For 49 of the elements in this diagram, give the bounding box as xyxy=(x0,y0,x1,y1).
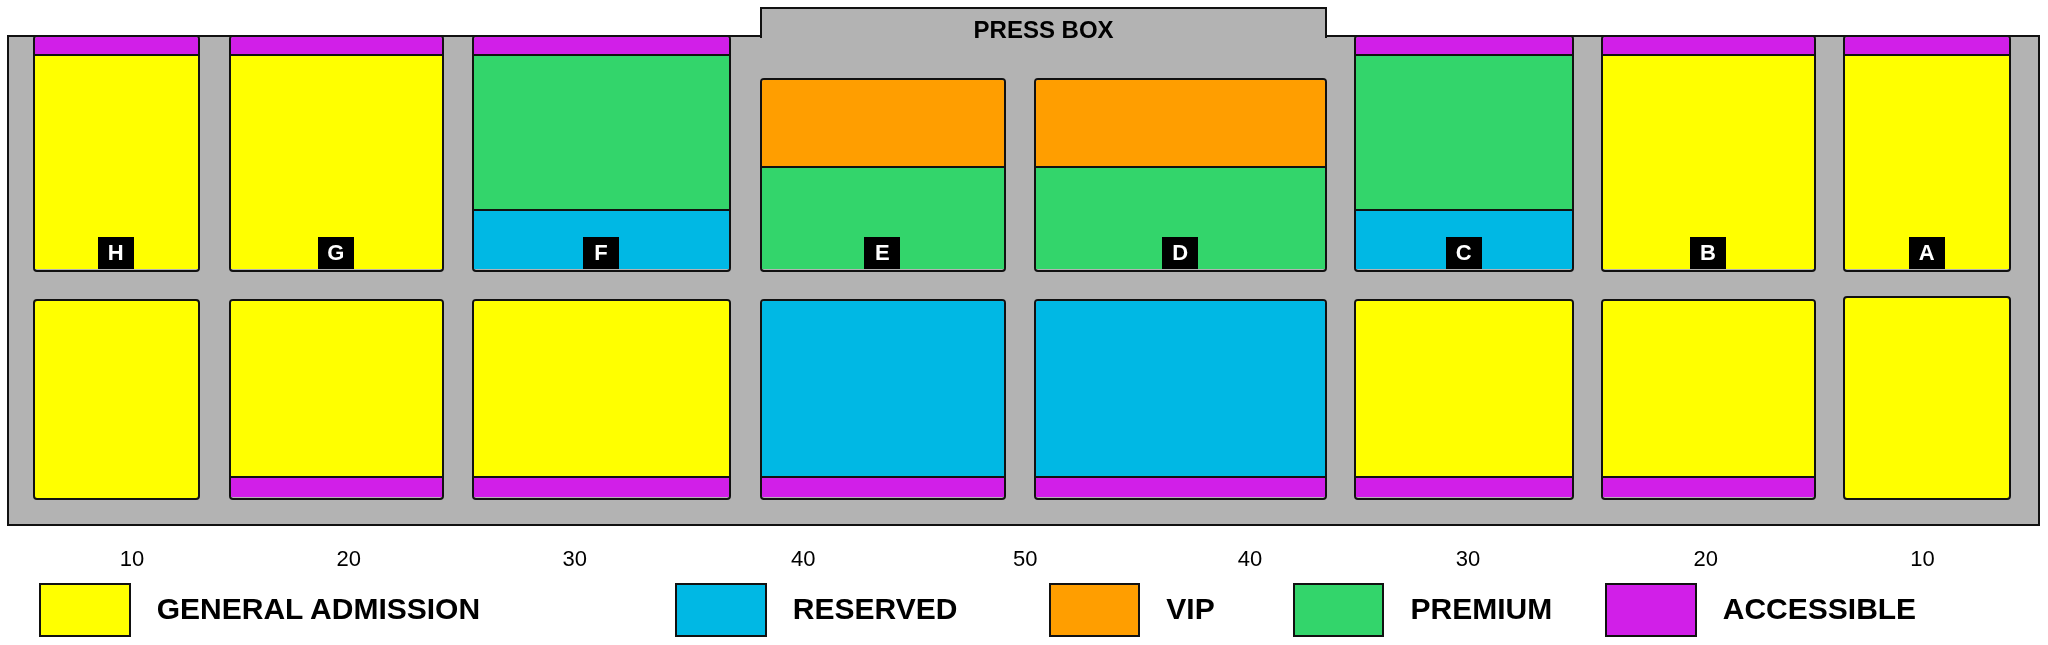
seating-band xyxy=(1844,37,2010,56)
yard-number: 10 xyxy=(119,546,145,572)
seating-band xyxy=(1036,477,1325,498)
section-letter: A xyxy=(1908,236,1945,269)
yard-number: 50 xyxy=(1013,546,1038,572)
seating-band xyxy=(1356,477,1572,498)
seating-band xyxy=(473,211,730,269)
seating-band xyxy=(230,477,443,498)
press-box: PRESS BOX xyxy=(760,6,1327,38)
legend-label: GENERAL ADMISSION xyxy=(156,591,481,626)
section-letter: H xyxy=(97,236,134,269)
seating-band xyxy=(473,477,730,498)
yard-number: 30 xyxy=(562,546,587,572)
yard-number: 40 xyxy=(791,546,816,572)
seating-section xyxy=(760,78,1006,272)
seating-section xyxy=(32,299,200,501)
yard-number: 30 xyxy=(1455,546,1481,572)
seating-band xyxy=(762,477,1004,498)
seating-band xyxy=(34,37,198,56)
seating-band xyxy=(1036,80,1325,168)
seating-band xyxy=(473,55,730,212)
legend-label: ACCESSIBLE xyxy=(1722,591,1917,626)
seating-band xyxy=(1356,55,1572,212)
section-letter: G xyxy=(317,236,354,269)
section-letter: C xyxy=(1445,236,1482,269)
seating-section xyxy=(1354,35,1574,272)
seating-band xyxy=(1356,37,1572,56)
legend-label: PREMIUM xyxy=(1410,591,1553,626)
seating-band xyxy=(1603,477,1814,498)
seating-band xyxy=(1603,37,1814,56)
seating-band xyxy=(1036,167,1325,269)
yard-number: 10 xyxy=(1910,546,1935,572)
yard-number: 20 xyxy=(1693,546,1718,572)
seating-band xyxy=(473,37,730,56)
seating-section xyxy=(471,35,732,272)
seating-section xyxy=(1842,296,2012,501)
section-letter: F xyxy=(582,236,619,269)
section-letter: B xyxy=(1689,236,1726,269)
seating-band xyxy=(230,37,443,56)
yard-number: 20 xyxy=(336,546,361,572)
seating-band xyxy=(762,167,1004,269)
section-letter: E xyxy=(864,236,901,269)
legend-label: RESERVED xyxy=(792,591,958,626)
yard-number: 40 xyxy=(1237,546,1263,572)
seating-band xyxy=(762,80,1004,168)
seating-section xyxy=(1034,78,1327,272)
section-letter: D xyxy=(1162,236,1199,269)
legend-label: VIP xyxy=(1166,591,1215,626)
seating-band xyxy=(1356,211,1572,269)
